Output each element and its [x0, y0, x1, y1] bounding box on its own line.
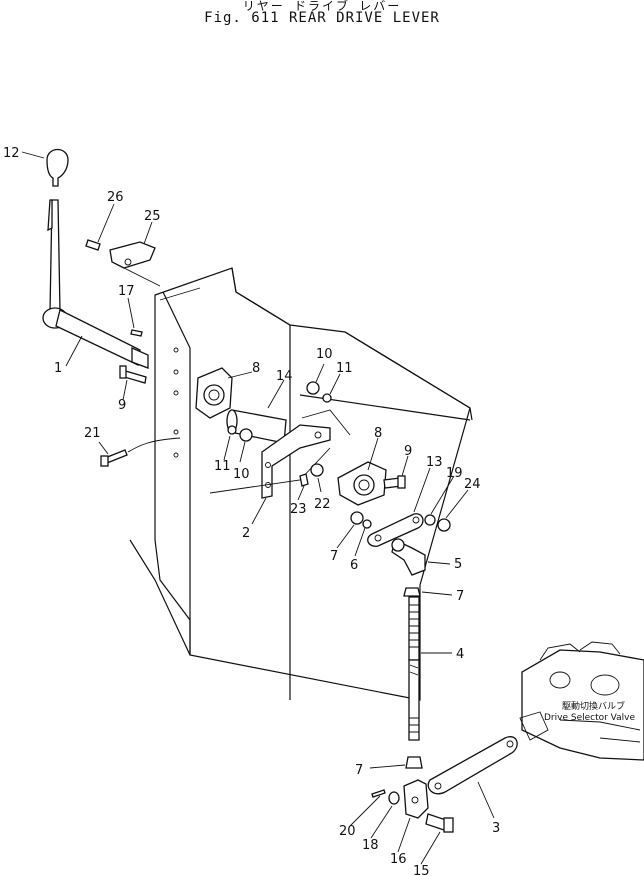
leader-lines	[21, 151, 495, 865]
callout-1: 1	[54, 361, 62, 376]
drive-selector-valve	[519, 641, 644, 761]
callout-3: 3	[492, 821, 500, 836]
callout-2: 2	[242, 526, 250, 541]
callout-12: 12	[3, 146, 20, 161]
figure-title: Fig. 611 REAR DRIVE LEVER	[204, 10, 440, 26]
title-japanese: リヤー ドライブ レバー	[242, 0, 402, 13]
pin-17	[130, 329, 143, 337]
pin-23	[299, 473, 309, 487]
bracket-25	[85, 239, 161, 287]
callout-16: 16	[390, 852, 407, 867]
callout-26: 26	[107, 190, 124, 205]
nut-10-upper	[306, 381, 320, 395]
callout-7-lower: 7	[355, 763, 363, 778]
callout-24: 24	[464, 477, 481, 492]
bolt-15	[425, 813, 454, 833]
callout-11-lower: 11	[214, 459, 231, 474]
shaft-14	[226, 409, 287, 444]
callout-20: 20	[339, 824, 356, 839]
flange-bearing-8-right	[301, 409, 387, 506]
flange-bearing-8-upper	[195, 367, 233, 419]
callout-10-upper: 10	[316, 347, 333, 362]
callout-22: 22	[314, 497, 331, 512]
link-arm-13	[367, 513, 424, 547]
callout-18: 18	[362, 838, 379, 853]
nut-7-lower	[405, 756, 423, 769]
valve-label-english: Drive Selector Valve	[544, 713, 635, 723]
ball-joint-5	[391, 538, 426, 576]
callout-6: 6	[350, 558, 358, 573]
callout-21: 21	[84, 426, 101, 441]
callout-23: 23	[290, 502, 307, 517]
bolt-9-right	[383, 475, 406, 489]
bolt-21	[100, 437, 181, 467]
nut-7-upper	[350, 511, 364, 525]
panel-body	[129, 267, 473, 701]
callout-7-middle: 7	[456, 589, 464, 604]
callout-9-right: 9	[404, 444, 412, 459]
lever-arm-3	[427, 736, 518, 795]
callout-17: 17	[118, 284, 135, 299]
washer-19	[424, 514, 436, 526]
callout-4: 4	[456, 647, 464, 662]
nut-7-middle	[403, 587, 421, 597]
clevis-16	[403, 779, 429, 819]
nut-24	[437, 518, 451, 532]
nut-10-lower	[239, 428, 253, 442]
pin-20	[371, 789, 386, 798]
washer-18	[388, 791, 400, 805]
callout-14: 14	[276, 369, 293, 384]
washer-11-lower	[227, 425, 237, 435]
rod-4	[408, 596, 420, 741]
bolt-9-left	[119, 365, 147, 384]
callout-labels: 12 26 25 17 1 9 21 8 14 10 11 11 10 2 23…	[3, 146, 500, 876]
callout-13: 13	[426, 455, 443, 470]
callout-9-left: 9	[118, 398, 126, 413]
bracket-2	[209, 424, 331, 499]
callout-25: 25	[144, 209, 161, 224]
lever-assembly	[42, 148, 149, 369]
callout-5: 5	[454, 557, 462, 572]
washer-6	[362, 519, 372, 529]
washer-11-upper	[322, 393, 332, 403]
callout-11-upper: 11	[336, 361, 353, 376]
callout-7-upper: 7	[330, 549, 338, 564]
callout-8-upper: 8	[252, 361, 260, 376]
nut-22	[310, 463, 324, 477]
callout-15: 15	[413, 864, 430, 876]
callout-10-lower: 10	[233, 467, 250, 482]
valve-label-japanese: 駆動切換バルブ	[562, 700, 625, 712]
callout-19: 19	[446, 466, 463, 481]
callout-8-right: 8	[374, 426, 382, 441]
